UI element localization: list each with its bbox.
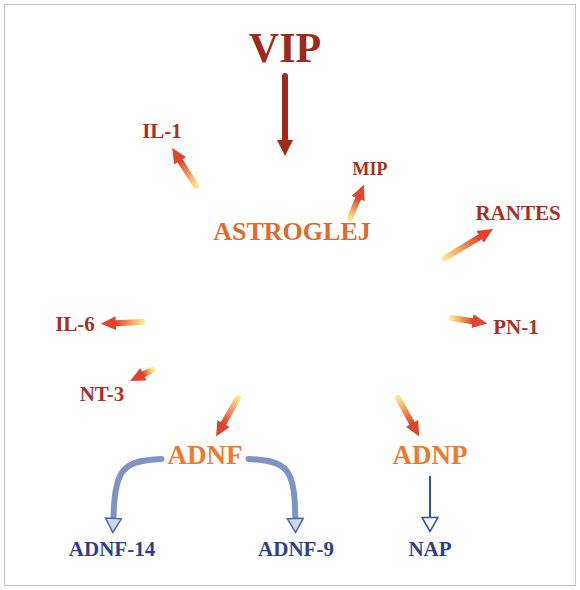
peptide-label: ADNF-9 <box>255 536 337 563</box>
node-text: NT-3 <box>80 383 125 406</box>
node-text: ASTROGLEJ <box>213 218 371 247</box>
node-text: ADNP <box>393 441 468 471</box>
connector-line <box>429 477 431 518</box>
node-text: MIP <box>353 160 388 180</box>
node-text: PN-1 <box>493 316 539 339</box>
connector-arrow <box>398 398 412 423</box>
connector-arrow <box>445 237 480 258</box>
connector-line <box>180 161 196 186</box>
connector-arrow <box>113 459 161 519</box>
connector-arrow <box>285 76 286 140</box>
astroglia-body <box>127 153 527 489</box>
connector-line <box>350 199 358 218</box>
connector-line <box>445 237 480 258</box>
factor-label: ADNP <box>390 439 471 473</box>
connector-arrow <box>223 398 238 424</box>
node-text: IL-6 <box>55 313 95 336</box>
chemokine-label: MIP <box>350 158 391 182</box>
cell-label-holder: ASTROGLEJ <box>213 218 371 247</box>
stimulus-label: VIP <box>246 23 324 73</box>
connector-line <box>282 76 288 140</box>
peptide-label: NAP <box>405 536 454 563</box>
node-text: ADNF <box>168 441 243 471</box>
connector-line <box>143 370 152 374</box>
connector-line <box>452 318 472 321</box>
connector-line <box>113 459 161 519</box>
node-text: ADNF-9 <box>258 538 334 561</box>
connector-arrow <box>452 318 472 321</box>
chemokine-label: RANTES <box>472 200 563 227</box>
connector-line <box>116 322 142 323</box>
connector-arrow <box>143 370 152 374</box>
node-text: RANTES <box>475 202 560 225</box>
cytokine-label: IL-1 <box>139 118 185 145</box>
connector-arrow <box>116 322 142 323</box>
connector-line <box>398 398 412 423</box>
node-text: VIP <box>249 25 321 71</box>
connector-line <box>248 459 295 519</box>
protease-inhibitor-label: PN-1 <box>490 314 542 341</box>
connector-line <box>223 398 238 424</box>
node-text: NAP <box>408 538 451 561</box>
peptide-label: ADNF-14 <box>66 536 158 563</box>
connector-arrow <box>429 477 430 518</box>
neurotrophin-label: NT-3 <box>77 381 128 408</box>
node-text: IL-1 <box>142 120 182 143</box>
connector-arrow <box>350 199 358 218</box>
connector-arrow <box>248 459 295 519</box>
frame-border <box>5 5 576 586</box>
connector-arrow <box>180 161 196 186</box>
node-text: ADNF-14 <box>69 538 155 561</box>
cytokine-label: IL-6 <box>52 311 98 338</box>
factor-label: ADNF <box>165 439 246 473</box>
